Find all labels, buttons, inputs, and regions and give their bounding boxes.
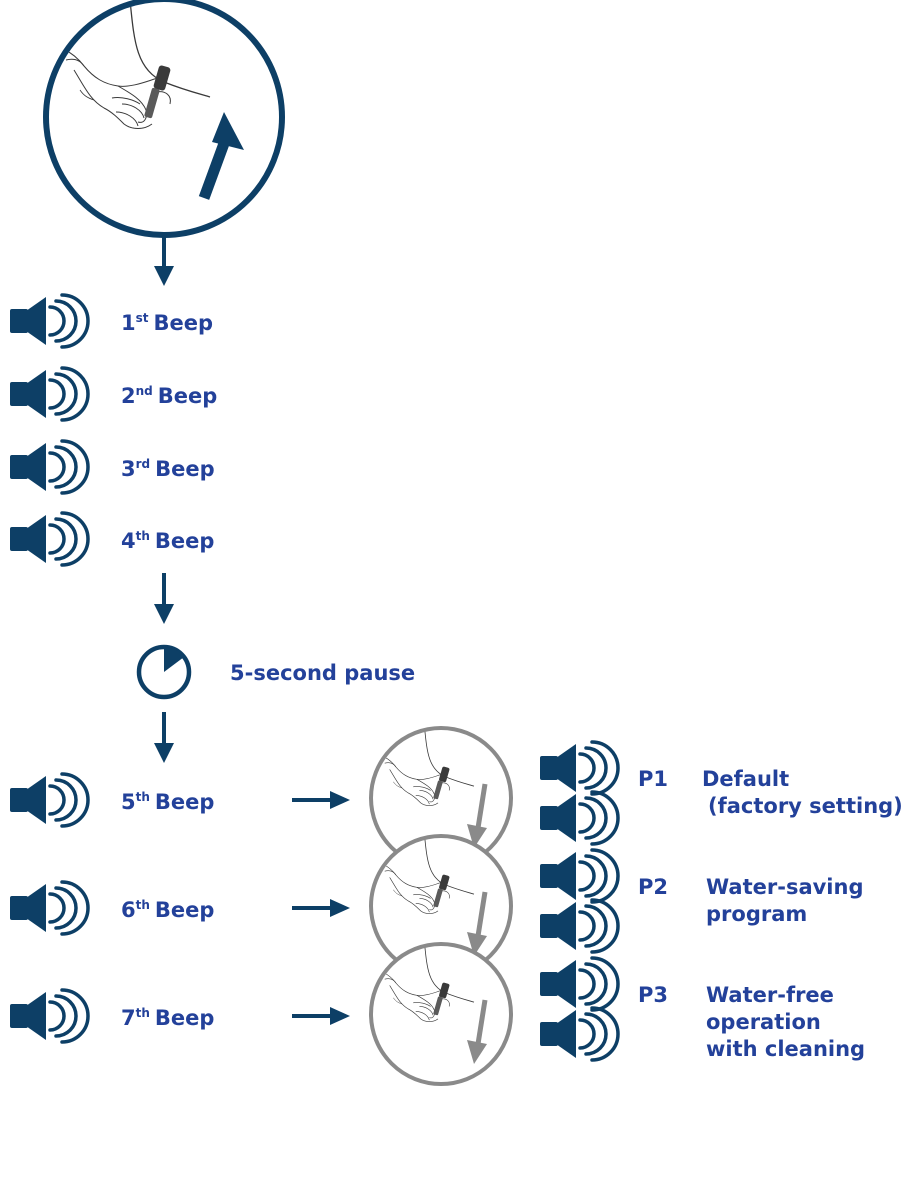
- arrow-icon: [292, 791, 350, 809]
- arrow-up-icon: [212, 112, 244, 150]
- speaker-icon: [10, 511, 90, 567]
- speaker-icon: [540, 848, 620, 904]
- initial-illustration: [43, 0, 285, 238]
- program-code: P1: [638, 767, 668, 791]
- release-illustration: [369, 726, 513, 870]
- speaker-icon: [10, 293, 90, 349]
- arrow-icon: [292, 1007, 350, 1025]
- speaker-icon: [10, 772, 90, 828]
- speaker-icon: [540, 898, 620, 954]
- speaker-icon: [540, 740, 620, 796]
- program-description: operation: [706, 1010, 821, 1034]
- arrow-icon: [154, 236, 174, 286]
- program-code: P2: [638, 875, 668, 899]
- arrow-down-icon: [467, 932, 487, 956]
- speaker-icon: [540, 1006, 620, 1062]
- release-illustration: [369, 942, 513, 1086]
- speaker-icon: [10, 880, 90, 936]
- program-description: program: [706, 902, 807, 926]
- arrow-down-icon: [467, 1040, 487, 1064]
- speaker-icon: [10, 439, 90, 495]
- arrow-icon: [154, 712, 174, 763]
- program-description: with cleaning: [706, 1037, 865, 1061]
- program-description: (factory setting): [708, 794, 903, 818]
- speaker-column: [10, 293, 90, 567]
- speaker-icon: [540, 790, 620, 846]
- arrow-icon: [154, 573, 174, 624]
- arrow-icon: [292, 899, 350, 917]
- speaker-icon: [10, 366, 90, 422]
- speaker-icon: [540, 956, 620, 1012]
- program-description: Water-saving: [706, 875, 863, 899]
- pause-label: 5-second pause: [230, 661, 415, 685]
- program-code: P3: [638, 983, 668, 1007]
- program-description: Default: [702, 767, 789, 791]
- arrow-down-icon: [467, 824, 487, 848]
- program-description: Water-free: [706, 983, 834, 1007]
- timer-icon: [136, 644, 192, 700]
- speaker-icon: [10, 988, 90, 1044]
